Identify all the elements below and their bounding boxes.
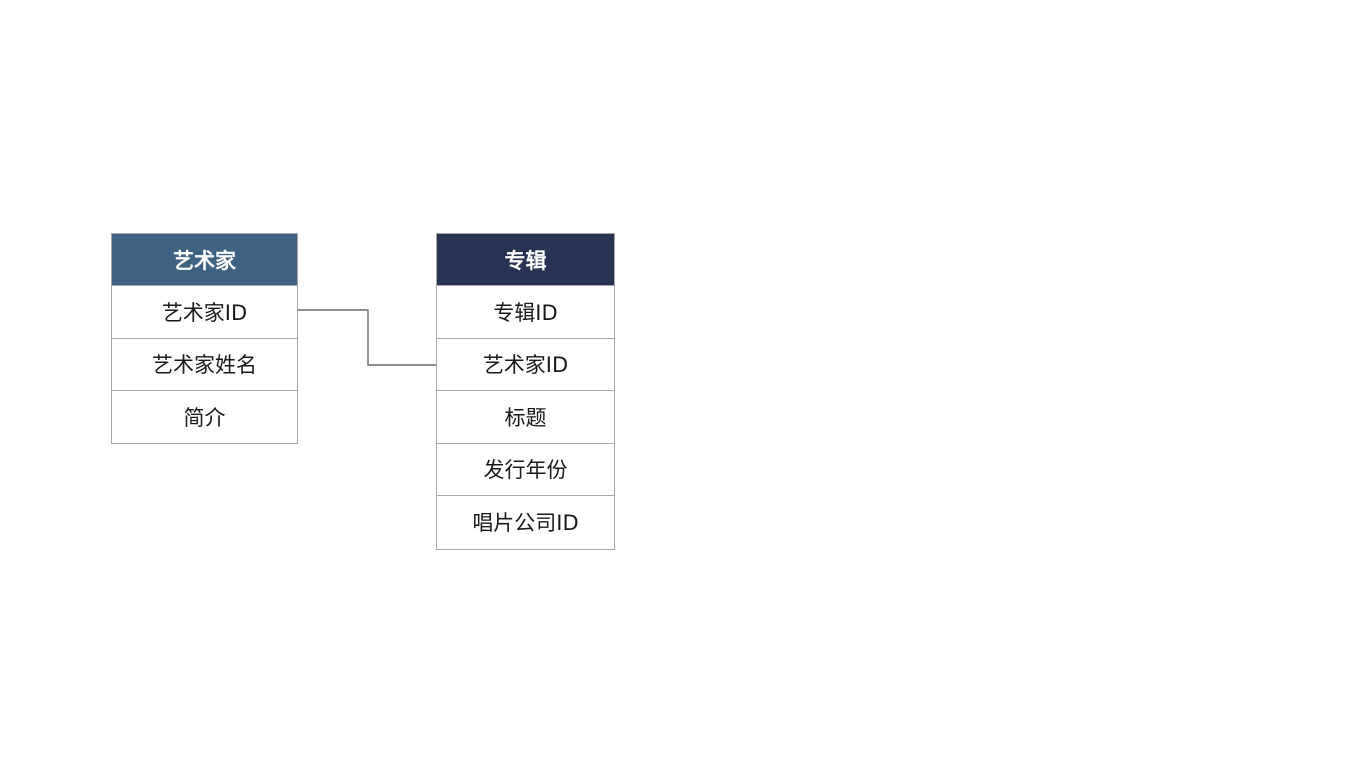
album-field-label-id: 唱片公司ID [472,511,579,536]
artist-table-header: 艺术家 [112,234,297,286]
album-field-artist-id: 艺术家ID [437,339,614,391]
artist-field-artist-id: 艺术家ID [112,286,297,339]
album-table-header: 专辑 [437,234,614,286]
artist-field-bio: 简介 [183,406,226,431]
artist-table: 艺术家 艺术家ID 艺术家姓名 简介 [111,233,298,444]
artist-id-link-line [298,309,436,366]
album-field-album-id: 专辑ID [437,286,614,339]
album-table: 专辑 专辑ID 艺术家ID 标题 发行年份 唱片公司ID [436,233,615,550]
artist-field-artist-name: 艺术家姓名 [112,339,297,391]
album-field-release-year: 发行年份 [437,444,614,496]
album-field-title: 标题 [437,391,614,444]
